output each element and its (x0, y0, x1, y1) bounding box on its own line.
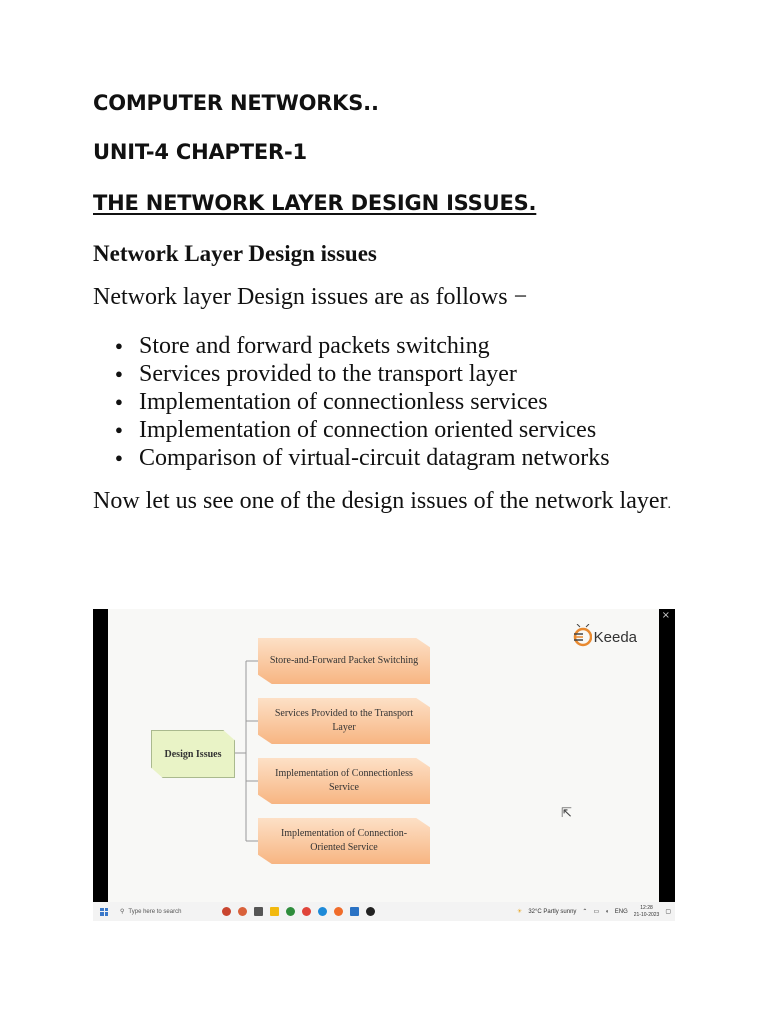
bullet-icon: ● (115, 338, 123, 353)
taskbar-clock[interactable]: 12:28 21-10-2023 (634, 905, 660, 919)
edge-icon[interactable] (318, 907, 327, 916)
ekeeda-logo: Keeda (572, 623, 637, 651)
bullet-icon: ● (115, 366, 123, 381)
closing-period: . (667, 497, 672, 512)
list-item-text: Services provided to the transport layer (139, 361, 517, 387)
closing-text: Now let us see one of the design issues … (93, 488, 668, 514)
diagram-root-node: Design Issues (151, 730, 235, 778)
tray-chevron-icon[interactable]: ⌃ (582, 909, 588, 915)
diagram-node: Implementation of Connectionless Service (258, 758, 430, 804)
clock-time: 12:28 (640, 904, 653, 911)
taskbar-app-icon[interactable] (286, 907, 295, 916)
intro-paragraph: Network layer Design issues are as follo… (93, 284, 528, 310)
firefox-icon[interactable] (334, 907, 343, 916)
task-view-icon[interactable] (254, 907, 263, 916)
diagram-node: Services Provided to the Transport Layer (258, 698, 430, 744)
list-item-text: Store and forward packets switching (139, 333, 490, 359)
document-title: COMPUTER NETWORKS.. (93, 91, 379, 115)
logo-mark-icon (573, 624, 592, 647)
tree-connectors (233, 660, 258, 842)
language-indicator[interactable]: ENG (614, 908, 628, 915)
windows-start-icon[interactable] (100, 907, 108, 916)
taskbar-app-icon[interactable] (222, 907, 231, 916)
volume-icon[interactable]: ◖ (605, 908, 609, 915)
chrome-icon[interactable] (302, 907, 311, 916)
list-item: ● Store and forward packets switching (93, 332, 610, 360)
windows-taskbar: ⚲ Type here to search ☀ 32°C Partly sunn… (93, 902, 675, 921)
file-explorer-icon[interactable] (270, 907, 279, 916)
search-icon: ⚲ (120, 909, 125, 915)
bullet-icon: ● (115, 394, 123, 409)
search-placeholder: Type here to search (128, 908, 182, 915)
system-tray: ☀ 32°C Partly sunny ⌃ ▭ ◖ ENG 12:28 21-1… (517, 902, 671, 921)
diagram-node: Implementation of Connection-Oriented Se… (258, 818, 430, 864)
list-item-text: Comparison of virtual-circuit datagram n… (139, 445, 610, 471)
closing-paragraph: Now let us see one of the design issues … (93, 486, 693, 520)
diagram-node: Store-and-Forward Packet Switching (258, 638, 430, 684)
section-title: Network Layer Design issues (93, 241, 377, 266)
embedded-screenshot: Design Issues Store-and-Forward Packet S… (93, 609, 675, 921)
media-player-icon[interactable] (366, 907, 375, 916)
list-item: ● Implementation of connection oriented s… (93, 416, 610, 444)
vscode-icon[interactable] (350, 907, 359, 916)
slide-canvas: Design Issues Store-and-Forward Packet S… (108, 609, 659, 902)
list-item-text: Implementation of connection oriented se… (139, 417, 597, 443)
logo-text: Keeda (593, 628, 637, 646)
mouse-cursor-icon: ⇱ (561, 806, 572, 821)
list-item-text: Implementation of connectionless service… (139, 389, 548, 415)
battery-icon[interactable]: ▭ (593, 909, 600, 915)
weather-text[interactable]: 32°C Partly sunny (528, 908, 577, 915)
clock-date: 21-10-2023 (633, 911, 660, 918)
list-item: ● Comparison of virtual-circuit datagram … (93, 444, 610, 472)
close-icon[interactable]: × (661, 610, 670, 621)
bullet-icon: ● (115, 422, 123, 437)
taskbar-search[interactable]: ⚲ Type here to search (116, 905, 208, 918)
taskbar-app-icon[interactable] (238, 907, 247, 916)
list-item: ● Services provided to the transport laye… (93, 360, 610, 388)
unit-chapter-heading: UNIT-4 CHAPTER-1 (93, 140, 307, 164)
design-issues-list: ● Store and forward packets switching ● Se… (93, 332, 610, 472)
weather-icon: ☀ (516, 909, 523, 915)
list-item: ● Implementation of connectionless servic… (93, 388, 610, 416)
bullet-icon: ● (115, 450, 123, 465)
notification-icon[interactable]: ▢ (665, 909, 671, 915)
topic-heading: THE NETWORK LAYER DESIGN ISSUES. (93, 191, 537, 215)
